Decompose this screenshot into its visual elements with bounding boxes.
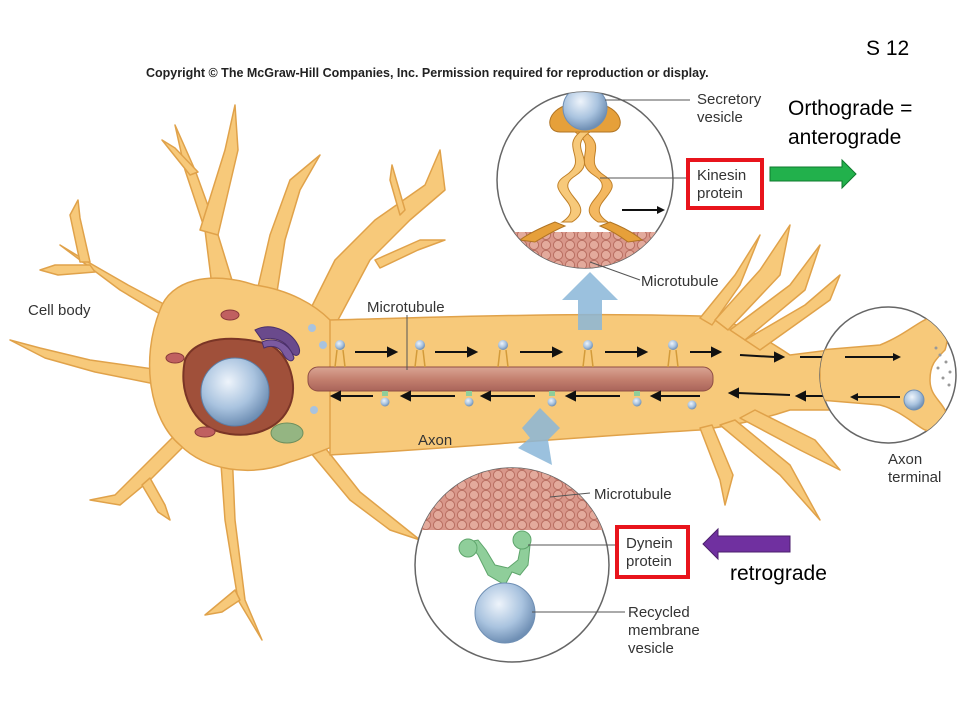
- label-recycled-line3: vesicle: [628, 640, 674, 657]
- retrograde-arrow: [702, 527, 791, 561]
- label-axon-terminal-line2: terminal: [888, 469, 941, 486]
- kinesin-highlight-box: [686, 158, 764, 210]
- label-kinesin-line1: Kinesin: [697, 167, 746, 184]
- organelles: [165, 309, 327, 444]
- kinesin-vesicles: [334, 340, 679, 368]
- label-dynein-line2: protein: [626, 553, 672, 570]
- label-secretory-vesicle-line1: Secretory: [697, 91, 762, 108]
- label-kinesin-line2: protein: [697, 185, 743, 202]
- kinesin-magnified-view: [496, 91, 674, 269]
- anterograde-label: anterograde: [788, 126, 901, 149]
- label-microtubule-top: Microtubule: [641, 273, 719, 290]
- axon-microtubule: [307, 366, 714, 392]
- slide-number: S 12: [866, 37, 909, 60]
- axon-terminal-magnified-view: [819, 306, 957, 444]
- zoom-up-arrow: [562, 272, 618, 330]
- label-recycled-line1: Recycled: [628, 604, 690, 621]
- anterograde-arrow: [769, 158, 857, 190]
- orthograde-label: Orthograde =: [788, 97, 912, 120]
- label-cell-body: Cell body: [28, 302, 91, 319]
- label-axon: Axon: [418, 432, 452, 449]
- label-secretory-vesicle-line2: vesicle: [697, 109, 743, 126]
- leader-lines: [406, 99, 690, 613]
- label-axon-terminal-line1: Axon: [888, 451, 922, 468]
- label-microtubule-bottom: Microtubule: [594, 486, 672, 503]
- copyright-notice: Copyright © The McGraw-Hill Companies, I…: [146, 66, 709, 80]
- zoom-down-arrow: [518, 408, 560, 465]
- label-dynein-line1: Dynein: [626, 535, 673, 552]
- label-recycled-line2: membrane: [628, 622, 700, 639]
- retrograde-label: retrograde: [730, 562, 827, 585]
- label-microtubule-axon: Microtubule: [367, 299, 445, 316]
- dynein-magnified-view: [414, 467, 610, 663]
- dynein-vesicles: [380, 391, 697, 410]
- dynein-highlight-box: [615, 525, 690, 579]
